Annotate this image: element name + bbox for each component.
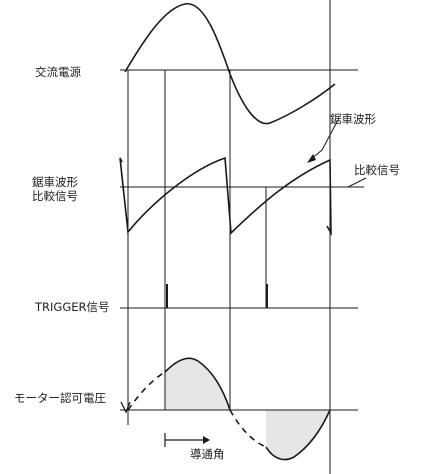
motor-voltage-solid-1 xyxy=(164,357,231,411)
ac-sine-wave xyxy=(124,3,336,125)
motor-voltage-solid-2 xyxy=(265,409,331,461)
comparison-label: 比較信号 xyxy=(32,189,78,204)
sawtooth-comparison-label: 鋸車波形 比較信号 xyxy=(32,175,78,204)
sawtooth-callout-label: 鋸車波形 xyxy=(330,112,376,126)
motor-voltage-label: モーター認可電圧 xyxy=(14,391,106,405)
ac-source-label: 交流電源 xyxy=(35,65,81,79)
motor-voltage-dashed-1 xyxy=(127,371,166,411)
trigger-label: TRIGGER信号 xyxy=(35,300,110,314)
motor-negative-conduction-shade xyxy=(266,410,330,460)
motor-voltage-start-tick xyxy=(120,401,131,414)
sawtooth-wave xyxy=(119,156,332,237)
sawtooth-callout-arrowhead xyxy=(307,154,316,163)
sawtooth-label: 鋸車波形 xyxy=(32,175,78,189)
comparison-callout-label: 比較信号 xyxy=(354,163,400,177)
comparison-callout-leader xyxy=(347,177,367,188)
motor-positive-conduction-shade xyxy=(165,358,230,410)
conduction-angle-arrowhead xyxy=(203,436,210,444)
motor-voltage-dashed-2 xyxy=(229,409,267,448)
conduction-angle-label: 導通角 xyxy=(190,447,225,461)
